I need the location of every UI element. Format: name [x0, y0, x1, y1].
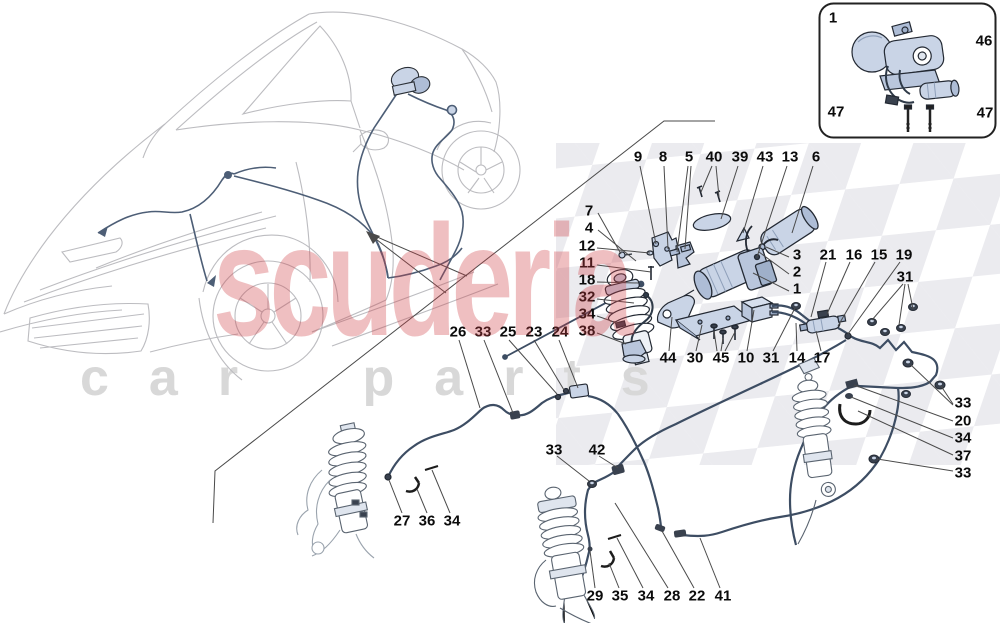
screws: [710, 323, 739, 344]
pump-assembly: [693, 225, 778, 300]
inset-pump-assembly: [851, 21, 960, 132]
junction-block: [384, 383, 590, 481]
shock-absorber-rear-right: [791, 357, 836, 545]
inline-damper: [798, 309, 852, 340]
connector-block: [740, 296, 779, 324]
oval-plate: [692, 213, 732, 231]
leader-lines: [388, 22, 977, 589]
pipe-grommets: [587, 302, 946, 488]
car-pump-unit: [390, 66, 431, 96]
car-illustration: [0, 11, 521, 381]
car-hydraulic-lines: [97, 91, 464, 287]
clips-and-brackets: [405, 378, 872, 568]
shock-absorber-bottom: [533, 486, 596, 623]
shock-absorber-front-left: [296, 422, 375, 559]
watermark-tagline: car parts: [80, 349, 690, 407]
shock-absorber-main: [603, 269, 655, 366]
hydraulic-pipes-right: [387, 304, 939, 593]
inset-box: [818, 2, 997, 139]
bracket-assembly: [618, 185, 721, 280]
pointer-lines: [212, 120, 715, 524]
reservoir: [758, 205, 819, 256]
